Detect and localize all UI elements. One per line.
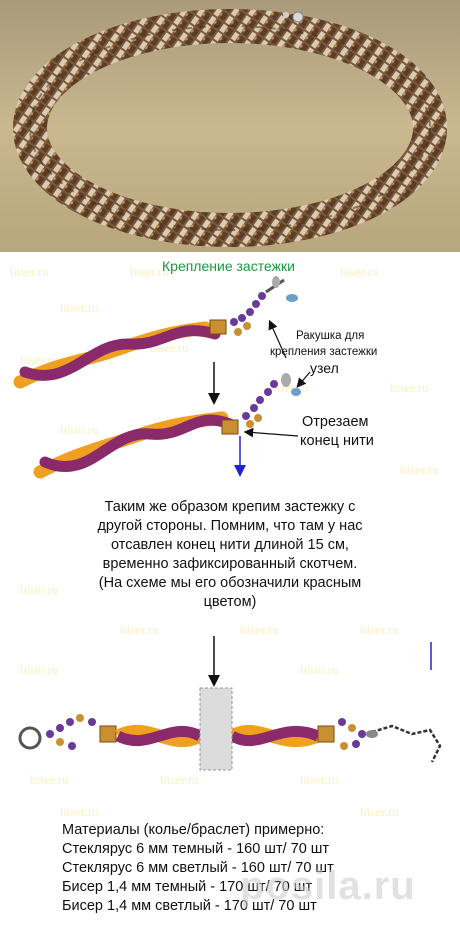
cut-label-line-1: Отрезаем <box>302 414 369 430</box>
watermark: biser.ru <box>60 422 99 437</box>
watermark: biser.ru <box>20 662 59 677</box>
bead-chain <box>242 380 278 428</box>
purple-strand <box>115 725 321 747</box>
instruction-line: другой стороны. Помним, что там у нас <box>97 518 363 534</box>
shell-bead <box>317 725 335 743</box>
watermark: biser.ru <box>390 380 429 395</box>
shell-label-line-2: крепления застежки <box>270 346 378 358</box>
watermark: biser.ru <box>60 804 99 819</box>
clasp-hook <box>366 730 378 738</box>
watermark: biser.ru <box>120 622 159 637</box>
extender-chain <box>371 724 442 763</box>
necklace-photo <box>0 0 460 252</box>
watermark: biser.ru <box>360 622 399 637</box>
knot-label: узел <box>310 360 339 376</box>
strand-step-1 <box>13 276 298 389</box>
clasp-diagram: biser.ru biser.ru biser.ru biser.ru bise… <box>0 252 460 934</box>
watermark: biser.ru <box>160 772 199 787</box>
bead-chain <box>46 714 96 750</box>
tape-patch <box>199 687 233 771</box>
clasp-ring <box>18 726 42 750</box>
pointer-shell <box>268 319 287 359</box>
bead-chain <box>230 292 266 336</box>
instruction-line: (На схеме мы его обозначили красным <box>98 575 362 591</box>
watermark: biser.ru <box>60 300 99 315</box>
shell-bead <box>221 419 239 435</box>
instruction-line: Таким же образом крепим застежку с <box>104 499 356 515</box>
bead-chain <box>338 718 366 750</box>
watermark: biser.ru <box>10 264 49 279</box>
watermark: biser.ru <box>240 622 279 637</box>
purple-strand <box>39 414 236 473</box>
brand-watermark: posila.ru <box>240 864 416 908</box>
strand-step-2 <box>33 373 301 479</box>
shell-bead <box>209 319 227 335</box>
watermark: biser.ru <box>20 582 59 597</box>
watermark: biser.ru <box>300 662 339 677</box>
materials-item: Бисер 1,4 мм темный - 170 шт/ 70 шт <box>62 879 313 895</box>
materials-title: Материалы (колье/браслет) примерно: <box>62 822 325 838</box>
finished-bracelet <box>18 687 442 771</box>
instruction-line: временно зафиксированный скотчем. <box>102 556 358 572</box>
materials-item: Стеклярус 6 мм светлый - 160 шт/ 70 шт <box>62 860 334 876</box>
materials-item: Бисер 1,4 мм светлый - 170 шт/ 70 шт <box>62 898 317 914</box>
diagram-title: Крепление застежки <box>162 258 295 274</box>
shell-label-line-1: Ракушка для <box>296 330 365 342</box>
watermark: biser.ru <box>130 264 169 279</box>
watermark: biser.ru <box>360 804 399 819</box>
pointer-knot <box>296 371 311 388</box>
watermark: biser.ru <box>30 772 69 787</box>
instruction-line: отсавлен конец нити длиной 15 см, <box>111 537 349 553</box>
watermark: biser.ru <box>340 264 379 279</box>
watermark: biser.ru <box>400 462 439 477</box>
pointer-cut <box>243 427 299 438</box>
cut-label-line-2: конец нити <box>300 433 374 449</box>
strand-illustrations <box>13 276 442 771</box>
purple-strand <box>19 325 221 381</box>
watermark: biser.ru <box>300 772 339 787</box>
instruction-line: цветом) <box>203 594 257 610</box>
shell-bead <box>99 725 117 743</box>
materials-item: Стеклярус 6 мм темный - 160 шт/ 70 шт <box>62 841 330 857</box>
